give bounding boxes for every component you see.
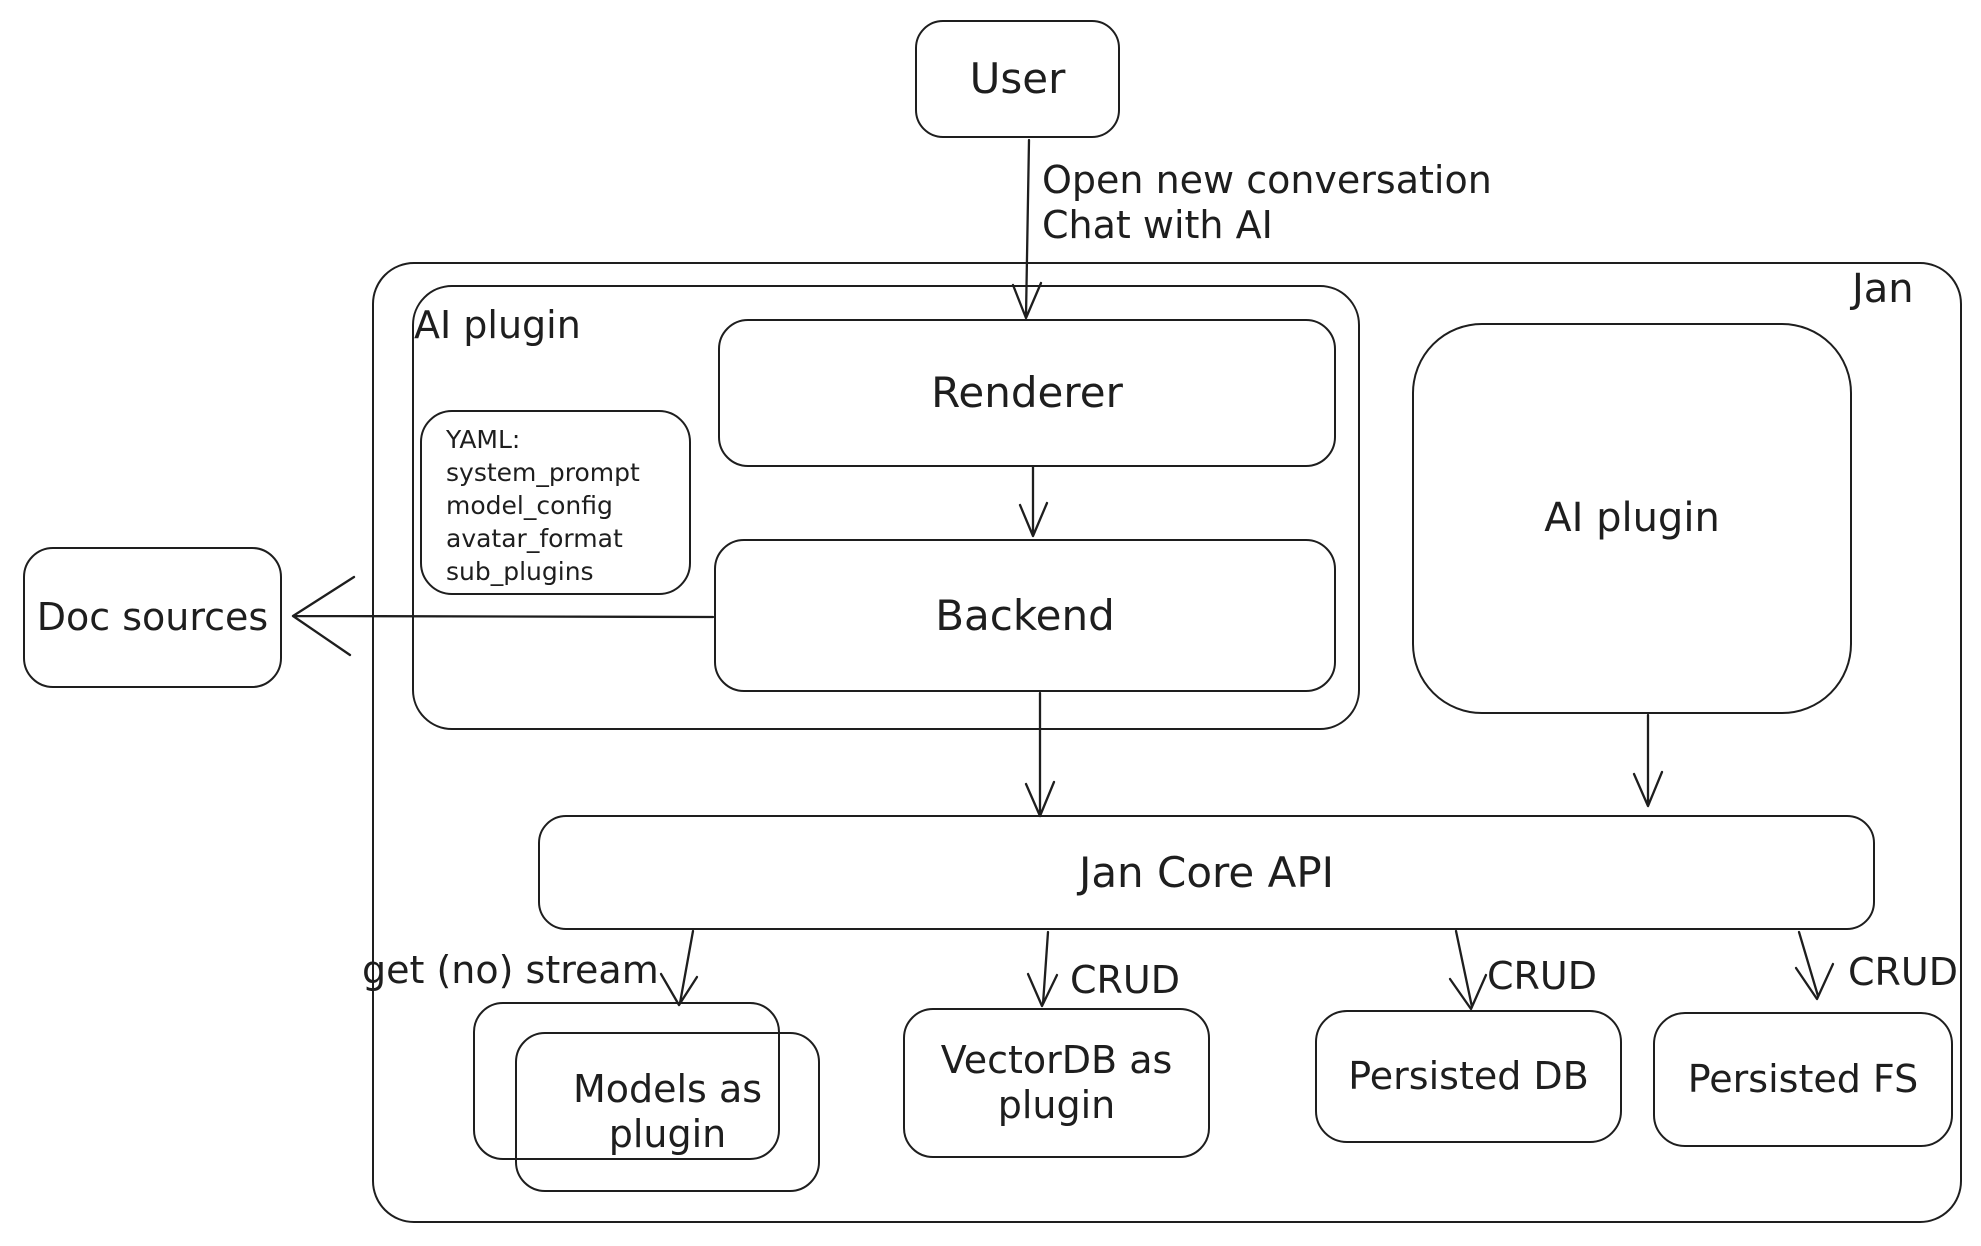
node-renderer: Renderer	[718, 319, 1336, 467]
ai-plugin-container-label: AI plugin	[414, 303, 581, 347]
node-doc-sources: Doc sources	[23, 547, 282, 688]
node-persisted-db: Persisted DB	[1315, 1010, 1622, 1143]
edge-label-chat-with-ai: Chat with AI	[1042, 203, 1273, 247]
edge-label-get-no-stream: get (no) stream	[362, 948, 659, 992]
edge-label-crud-vectordb: CRUD	[1070, 958, 1181, 1002]
jan-container	[372, 262, 1962, 1223]
node-jan-core-api-label: Jan Core API	[1078, 847, 1335, 897]
node-jan-core-api: Jan Core API	[538, 815, 1875, 930]
jan-container-label: Jan	[1852, 266, 1914, 312]
node-user-label: User	[969, 54, 1066, 104]
node-persisted-db-label: Persisted DB	[1348, 1054, 1589, 1099]
node-user: User	[915, 20, 1120, 138]
node-renderer-label: Renderer	[931, 368, 1123, 418]
node-persisted-fs: Persisted FS	[1653, 1012, 1953, 1147]
node-ai-plugin-right-label: AI plugin	[1544, 494, 1720, 541]
node-models-plugin-label: Models as plugin	[572, 1067, 763, 1156]
yaml-note: YAML: system_prompt model_config avatar_…	[420, 410, 691, 595]
edge-label-crud-persisted-fs: CRUD	[1848, 950, 1959, 994]
edge-label-open-new-conversation: Open new conversation	[1042, 158, 1492, 202]
node-models-plugin: Models as plugin	[515, 1032, 820, 1192]
edge-label-crud-persisted-db: CRUD	[1487, 954, 1598, 998]
node-backend-label: Backend	[935, 590, 1115, 640]
node-persisted-fs-label: Persisted FS	[1687, 1057, 1919, 1102]
node-backend: Backend	[714, 539, 1336, 692]
node-vectordb-plugin-label: VectorDB as plugin	[940, 1038, 1173, 1127]
ai-plugin-container	[412, 285, 1360, 730]
node-vectordb-plugin: VectorDB as plugin	[903, 1008, 1210, 1158]
node-models-plugin-back	[473, 1002, 780, 1160]
node-ai-plugin-right: AI plugin	[1412, 323, 1852, 714]
node-doc-sources-label: Doc sources	[36, 595, 269, 640]
yaml-note-text: YAML: system_prompt model_config avatar_…	[446, 425, 640, 586]
